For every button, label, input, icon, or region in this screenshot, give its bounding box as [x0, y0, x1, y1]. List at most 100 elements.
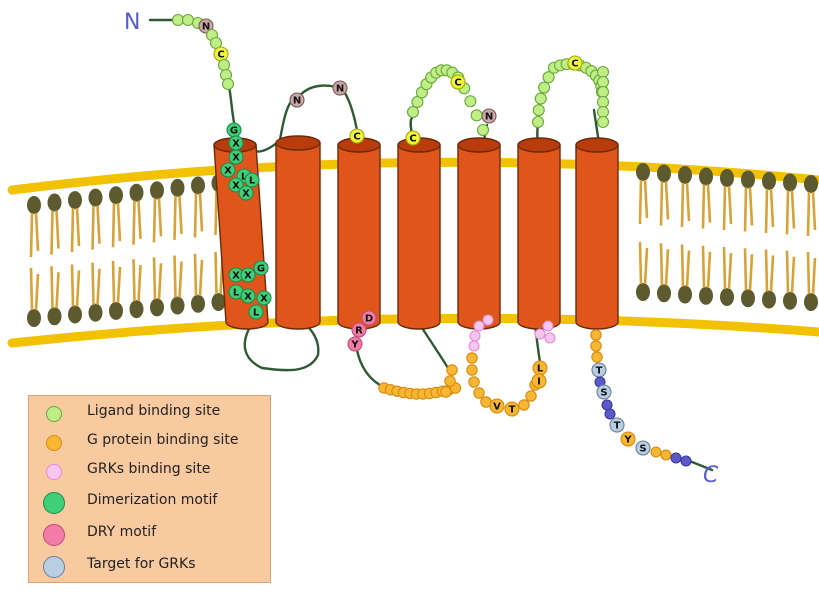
lipid [657, 165, 671, 303]
gprotein-site-bead [441, 387, 451, 397]
residue-letter: G [257, 264, 265, 275]
gprotein-site-bead [661, 450, 671, 460]
gprotein-site-bead [447, 365, 457, 375]
n-terminus-label: N [124, 10, 140, 35]
cysteine-residue: C [451, 75, 465, 89]
helix-tm7 [576, 138, 618, 329]
gprotein-site-bead [591, 330, 601, 340]
cysteine-residue: C [406, 131, 420, 145]
residue-letter: N [336, 84, 344, 95]
legend-label: Ligand binding site [87, 403, 220, 419]
residue-letter: X [232, 153, 240, 164]
lipid [762, 172, 776, 309]
legend: Ligand binding site G protein binding si… [28, 395, 271, 583]
dimerization-swatch [43, 492, 65, 514]
dimerization-motif-bead: X [229, 136, 243, 150]
lipid [171, 179, 185, 315]
cysteine-residue: C [568, 56, 582, 70]
lipid [783, 174, 797, 310]
gprotein-site-bead [592, 352, 602, 362]
ligand-site-bead [535, 93, 546, 104]
lipid [27, 196, 41, 327]
legend-label: GRKs binding site [87, 461, 210, 477]
residue-letter: X [232, 181, 240, 192]
helix-tm6 [518, 138, 560, 329]
residue-letter: D [365, 314, 373, 325]
gprotein-site-bead [474, 388, 484, 398]
residue-letter: L [537, 364, 544, 375]
residue-letter: G [230, 126, 238, 137]
dimerization-motif-bead: X [221, 163, 235, 177]
ligand-site-bead [598, 77, 609, 88]
gprotein-site-bead: L [533, 361, 547, 375]
gprotein-site-bead: T [505, 402, 519, 416]
lipid [89, 189, 103, 322]
residue-letter: N [485, 112, 493, 123]
dry-motif-bead: Y [348, 337, 362, 351]
intracellular-loop-2-chain [357, 350, 380, 385]
lipid [720, 169, 734, 306]
dry-motif-bead: R [352, 323, 366, 337]
lipid [678, 166, 692, 304]
ligand-site-bead [471, 110, 482, 121]
gprotein-site-bead: I [532, 374, 546, 388]
grk-target-bead [671, 453, 681, 463]
ligand-site-swatch [46, 406, 62, 422]
helix-tm3 [338, 138, 380, 329]
lipid [109, 186, 123, 320]
cysteine-residue: C [214, 47, 228, 61]
grk-site-bead [483, 315, 493, 325]
residue-letter: L [253, 308, 260, 319]
legend-item-dimerization: Dimerization motif [29, 487, 270, 517]
residue-letter: C [409, 134, 416, 145]
dimerization-motif-bead: X [241, 268, 255, 282]
helix-tm4 [398, 138, 440, 329]
lipid [741, 171, 755, 308]
dimerization-motif-bead: X [229, 150, 243, 164]
legend-label: Target for GRKs [87, 556, 196, 572]
grk-target-swatch [43, 556, 65, 578]
lipid [68, 191, 82, 323]
residue-letter: Y [350, 340, 359, 351]
legend-label: G protein binding site [87, 432, 238, 448]
residue-letter: N [293, 96, 301, 107]
ligand-site-bead [408, 107, 419, 118]
residue-letter: S [600, 388, 607, 399]
helix-tm5 [458, 138, 500, 329]
intracellular-loop-1 [245, 322, 319, 370]
residue-letter: X [224, 166, 232, 177]
gprotein-site-bead [526, 391, 536, 401]
gprotein-site-bead [519, 400, 529, 410]
ligand-site-bead [598, 117, 609, 128]
ligand-site-bead [223, 79, 234, 90]
dry-motif-swatch [43, 524, 65, 546]
grk-target-bead [605, 409, 615, 419]
residue-letter: X [232, 271, 240, 282]
residue-letter: Y [623, 435, 632, 446]
grk-target-bead: S [597, 385, 611, 399]
grk-target-bead [681, 456, 691, 466]
lipid [130, 184, 144, 318]
legend-item-grk-target: Target for GRKs [29, 551, 270, 581]
legend-item-gprotein: G protein binding site [29, 427, 270, 457]
residue-letter: L [233, 288, 240, 299]
ligand-site-bead [173, 15, 184, 26]
ligand-site-bead [598, 97, 609, 108]
glycosylation-site: N [482, 109, 496, 123]
lipid [636, 163, 650, 301]
gprotein-site-bead [469, 377, 479, 387]
grk-site-bead [469, 341, 479, 351]
residue-letter: T [614, 421, 621, 432]
grk-target-bead: T [610, 418, 624, 432]
legend-item-dry: DRY motif [29, 519, 270, 549]
residue-letter: I [537, 377, 541, 388]
residue-letter: R [355, 326, 363, 337]
grk-target-bead: T [592, 363, 606, 377]
dimerization-motif-bead: X [239, 186, 253, 200]
residue-letter: X [260, 294, 268, 305]
legend-item-grk-site: GRKs binding site [29, 456, 270, 486]
gprotein-site-bead [651, 447, 661, 457]
residue-letter: V [493, 402, 501, 413]
grk-site-bead [474, 321, 484, 331]
grk-site-bead [470, 331, 480, 341]
